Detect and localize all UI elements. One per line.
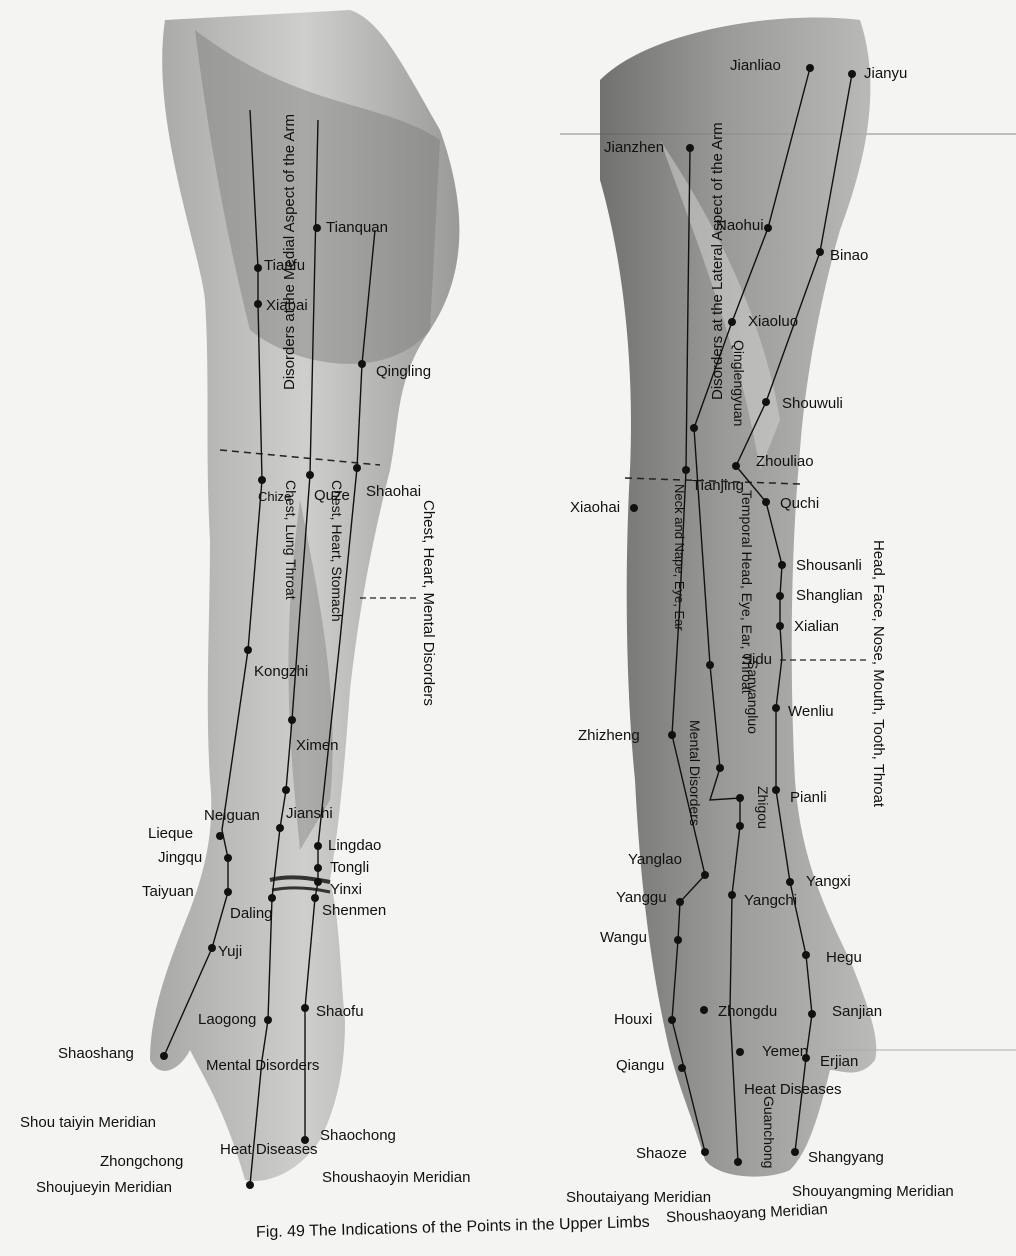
label-jianliao: Jianliao xyxy=(730,58,781,73)
label-yuji: Yuji xyxy=(218,944,242,959)
label-yangxi: Yangxi xyxy=(806,874,851,889)
label-guanchong: Guanchong xyxy=(762,1096,776,1168)
label-pianli: Pianli xyxy=(790,790,827,805)
label-jianzhen: Jianzhen xyxy=(604,140,664,155)
label-houxi: Houxi xyxy=(614,1012,652,1027)
label-jingqu: Jingqu xyxy=(158,850,202,865)
label-jianyu: Jianyu xyxy=(864,66,907,81)
label-ximen: Ximen xyxy=(296,738,339,753)
label-temporal-head: Temporal Head, Eye, Ear, Throat xyxy=(740,490,754,694)
label-quchi: Quchi xyxy=(780,496,819,511)
label-laogong: Laogong xyxy=(198,1012,256,1027)
label-chest-heart-stomach: Chest, Heart, Stomach xyxy=(330,480,344,622)
label-yanggu: Yanggu xyxy=(616,890,667,905)
label-shanglian: Shanglian xyxy=(796,588,863,603)
label-shaoshang: Shaoshang xyxy=(58,1046,134,1061)
label-shaofu: Shaofu xyxy=(316,1004,364,1019)
label-heat-diseases-left: Heat Diseases xyxy=(220,1142,318,1157)
label-daling: Daling xyxy=(230,906,273,921)
label-xiaoluo: Xiaoluo xyxy=(748,314,798,329)
label-shoutaiyang-meridian: Shoutaiyang Meridian xyxy=(566,1190,711,1205)
label-wenliu: Wenliu xyxy=(788,704,834,719)
label-shoujueyin-meridian: Shoujueyin Meridian xyxy=(36,1180,172,1195)
label-yinxi: Yinxi xyxy=(330,882,362,897)
label-shaochong: Shaochong xyxy=(320,1128,396,1143)
label-tongli: Tongli xyxy=(330,860,369,875)
label-yemen: Yemen xyxy=(762,1044,808,1059)
label-neiguan: Neiguan xyxy=(204,808,260,823)
label-head-face: Head, Face, Nose, Mouth, Tooth, Throat xyxy=(871,540,886,807)
label-xiaohai: Xiaohai xyxy=(570,500,620,515)
label-hegu: Hegu xyxy=(826,950,862,965)
label-yanglao: Yanglao xyxy=(628,852,682,867)
label-chest-lung-throat: Chest, Lung Throat xyxy=(284,480,298,600)
label-erjian: Erjian xyxy=(820,1054,858,1069)
label-shangyang: Shangyang xyxy=(808,1150,884,1165)
label-qinglengyuan: Qinglengyuan xyxy=(732,340,746,426)
label-lieque: Lieque xyxy=(148,826,193,841)
label-tianquan: Tianquan xyxy=(326,220,388,235)
label-mental-disorders-left: Mental Disorders xyxy=(206,1058,319,1073)
label-qiangu: Qiangu xyxy=(616,1058,664,1073)
label-medial-arm-disorders: Disorders at the Medial Aspect of the Ar… xyxy=(282,114,297,390)
label-heat-diseases-right: Heat Diseases xyxy=(744,1082,842,1097)
label-shouwuli: Shouwuli xyxy=(782,396,843,411)
label-zhongdu: Zhongdu xyxy=(718,1004,777,1019)
label-binao: Binao xyxy=(830,248,868,263)
label-jianshi: Jianshi xyxy=(286,806,333,821)
label-shoushaoyin-meridian: Shoushaoyin Meridian xyxy=(322,1170,470,1185)
label-sanjian: Sanjian xyxy=(832,1004,882,1019)
label-kongzhi: Kongzhi xyxy=(254,664,308,679)
label-zhouliao: Zhouliao xyxy=(756,454,814,469)
label-neck-nape-eye-ear: Neck and Nape, Eye, Ear xyxy=(673,484,686,631)
label-tianjing: Tianjing xyxy=(692,478,744,493)
label-zhigou: Zhigou xyxy=(756,786,770,829)
label-chest-heart-mental: Chest, Heart, Mental Disorders xyxy=(421,500,436,706)
label-shousanli: Shousanli xyxy=(796,558,862,573)
label-qingling: Qingling xyxy=(376,364,431,379)
label-yangchi: Yangchi xyxy=(744,893,797,908)
label-shaoze: Shaoze xyxy=(636,1146,687,1161)
label-shenmen: Shenmen xyxy=(322,903,386,918)
label-lateral-arm-disorders: Disorders at the Lateral Aspect of the A… xyxy=(710,122,725,400)
label-shouyangming-meridian: Shouyangming Meridian xyxy=(792,1184,954,1199)
label-taiyuan: Taiyuan xyxy=(142,884,194,899)
label-wangu: Wangu xyxy=(600,930,647,945)
label-zhizheng: Zhizheng xyxy=(578,728,640,743)
label-lingdao: Lingdao xyxy=(328,838,381,853)
label-shoutaiyin-meridian: Shou taiyin Meridian xyxy=(20,1115,156,1130)
label-mental-disorders-right: Mental Disorders xyxy=(688,720,702,826)
label-xialian: Xialian xyxy=(794,619,839,634)
label-shaohai: Shaohai xyxy=(366,484,421,499)
label-zhongchong: Zhongchong xyxy=(100,1154,183,1169)
